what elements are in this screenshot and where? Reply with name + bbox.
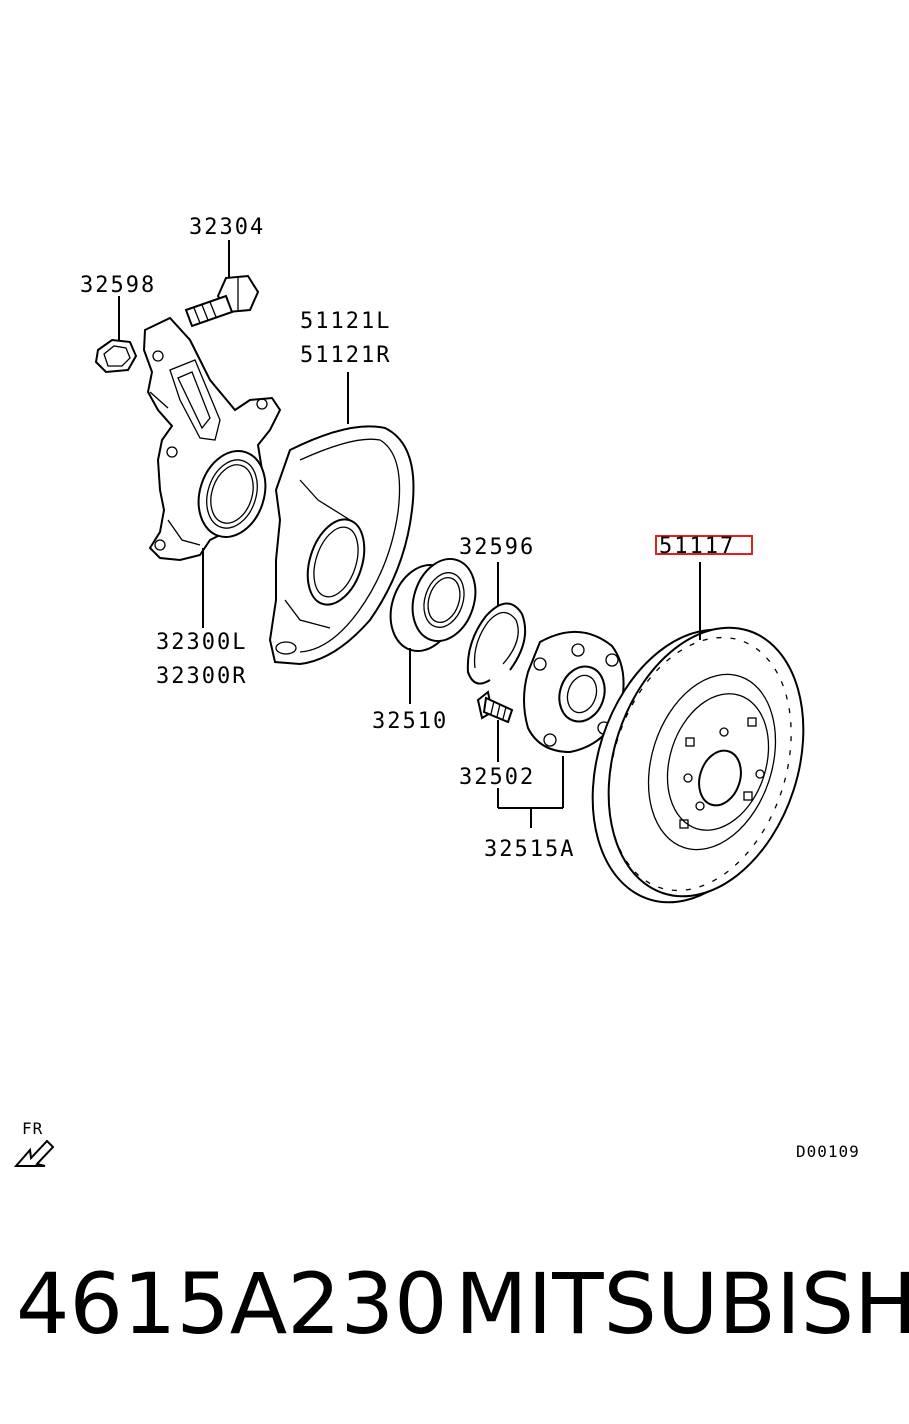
label-51117: 51117 [659, 534, 735, 559]
bolt-32304 [184, 240, 260, 328]
label-32300R: 32300R [156, 664, 247, 689]
label-51121R: 51121R [300, 343, 391, 368]
label-32515A: 32515A [484, 837, 575, 862]
highlight-box [655, 535, 753, 555]
hub-bolt [476, 690, 514, 762]
label-32300L: 32300L [156, 630, 247, 655]
brand-name: MITSUBISHI [455, 1255, 909, 1353]
steering-knuckle [142, 316, 282, 628]
snap-ring [466, 562, 526, 685]
front-direction-indicator: FR [13, 1119, 55, 1167]
fr-label: FR [22, 1119, 43, 1138]
label-32502: 32502 [459, 765, 535, 790]
label-32510: 32510 [372, 709, 448, 734]
wheel-bearing [389, 557, 477, 704]
fr-arrow-icon [13, 1139, 55, 1167]
diagram-code: D00109 [796, 1142, 860, 1161]
label-51121L: 51121L [300, 309, 391, 334]
label-32598: 32598 [80, 273, 156, 298]
part-number: 4615A230 [16, 1255, 448, 1353]
nut-32598 [94, 296, 138, 374]
wheel-hub [497, 631, 625, 828]
label-32304: 32304 [189, 215, 265, 240]
label-32596: 32596 [459, 535, 535, 560]
brake-disc [591, 562, 805, 904]
dust-cover [268, 372, 415, 666]
